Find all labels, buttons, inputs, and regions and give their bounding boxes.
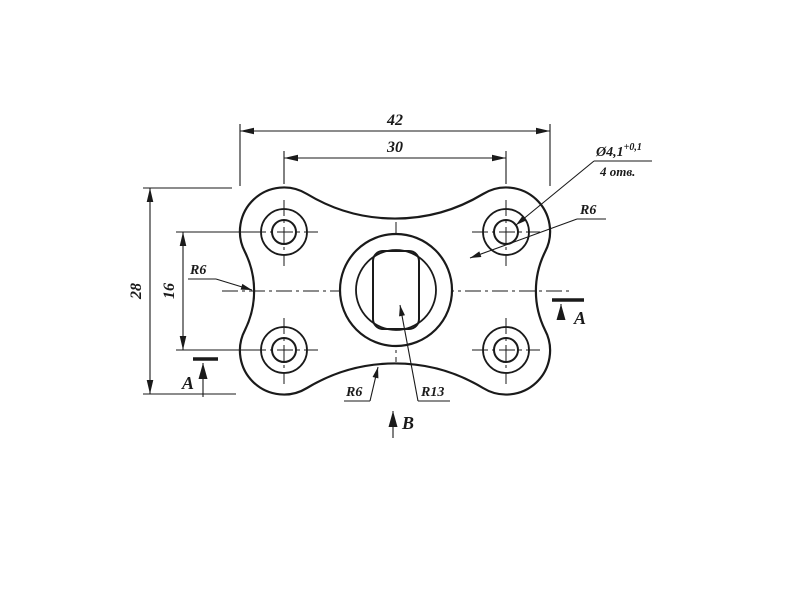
hole-top-left-counterbore: [260, 208, 308, 256]
section-marks: A A B: [181, 298, 586, 438]
section-a-left-label: A: [181, 373, 194, 393]
dim-16: 16: [161, 231, 252, 351]
r6-lobe-leader: [469, 218, 578, 259]
hole-callout-text: Ø4,1+0,1: [595, 142, 642, 160]
hole-bottom-left-counterbore: [260, 326, 308, 374]
dim-16-text: 16: [161, 283, 178, 299]
central-boss: [338, 232, 454, 348]
center-slot: [372, 250, 420, 330]
view-b-label: B: [401, 413, 414, 433]
hole-top-left-bore: [271, 219, 297, 245]
section-a-left: A: [181, 357, 218, 397]
dim-42: 42: [239, 112, 551, 186]
dim-42-text: 42: [386, 112, 403, 129]
hole-bottom-right-counterbore: [482, 326, 530, 374]
r6-lobe-text: R6: [579, 203, 596, 218]
r6-left-text: R6: [189, 263, 206, 278]
r6-bottom-text: R6: [345, 385, 362, 400]
r13-leader: [399, 304, 419, 402]
callout-r6-lobe: R6: [469, 203, 606, 259]
view-b: B: [388, 411, 414, 438]
hole-top-right-bore: [493, 219, 519, 245]
hole-bottom-right-bore: [493, 337, 519, 363]
dim-28-text: 28: [128, 283, 145, 300]
section-a-right-label: A: [573, 308, 586, 328]
dim-30-text: 30: [386, 139, 403, 156]
r6-bottom-leader: [369, 366, 379, 402]
dim-30: 30: [283, 139, 507, 184]
dimensions: 42 30 28 16: [128, 112, 551, 395]
callout-r13: R13: [399, 304, 450, 402]
r6-left-leader: [215, 278, 253, 291]
callout-hole-diameter: Ø4,1+0,1 4 отв.: [515, 142, 652, 226]
callout-r6-bottom: R6: [344, 366, 379, 402]
r13-text: R13: [420, 385, 444, 400]
hole-bottom-left-bore: [271, 337, 297, 363]
hole-top-right-counterbore: [482, 208, 530, 256]
dim-28: 28: [128, 187, 236, 395]
hole-count-text: 4 отв.: [599, 164, 635, 179]
callouts: Ø4,1+0,1 4 отв. R6 R6 R6 R13: [188, 142, 652, 402]
section-a-right: A: [552, 298, 586, 328]
part-view: [222, 186, 570, 396]
hole-callout-leader: [515, 160, 595, 226]
callout-r6-left: R6: [188, 263, 253, 291]
bolt-holes: [260, 208, 530, 374]
